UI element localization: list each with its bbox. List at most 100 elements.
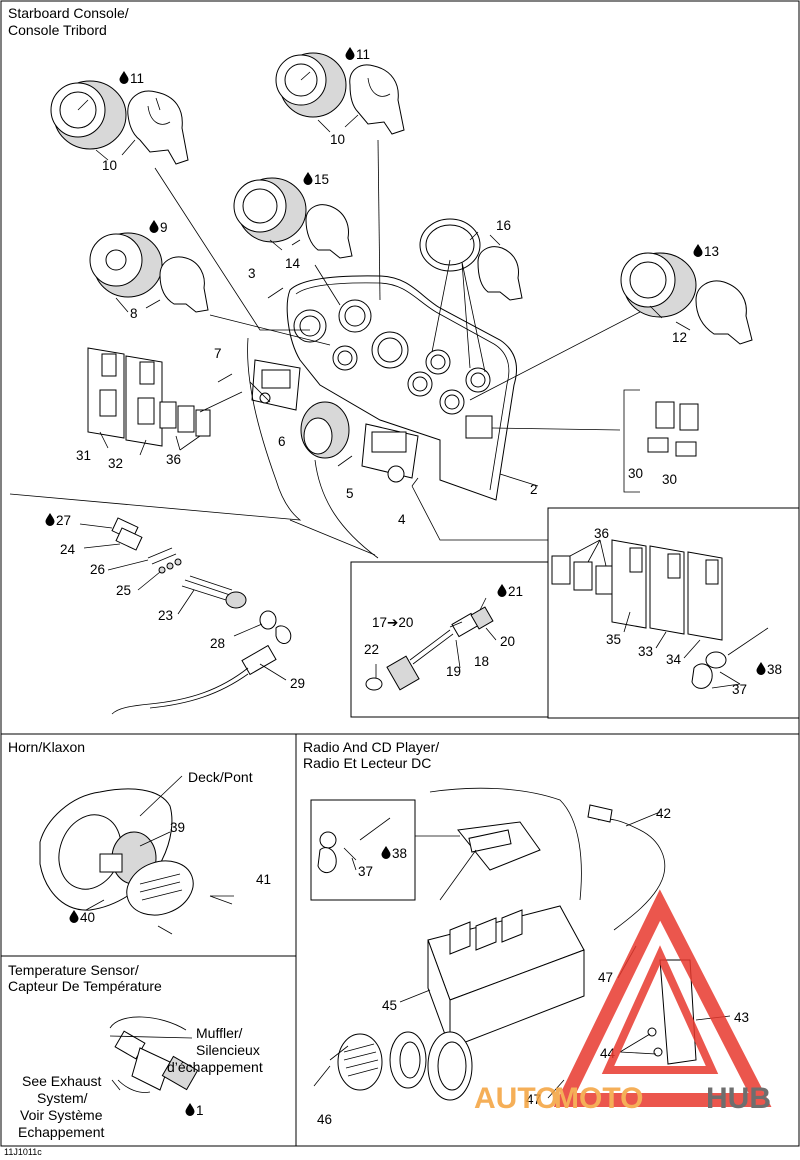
part-number: 12 <box>672 330 687 345</box>
lubricant-drop-icon <box>119 71 129 84</box>
part-number: 21 <box>508 584 523 599</box>
part-number: 3 <box>248 266 256 281</box>
part-number: 43 <box>734 1010 749 1025</box>
callout-deck: Deck/Pont <box>188 769 253 785</box>
part-number: 1 <box>196 1103 204 1118</box>
part-label-17-20: 17➔20 <box>372 615 413 630</box>
callout-muffler-3: d’échappement <box>167 1059 263 1075</box>
section-title-starboard-2: Console Tribord <box>8 22 107 38</box>
inset-17-22 <box>365 606 494 691</box>
part-label-12: 12 <box>672 330 687 345</box>
watermark-text-auto: AUTO <box>474 1082 558 1115</box>
part-label-9: 9 <box>149 220 168 235</box>
part-label-10: 10 <box>102 158 117 173</box>
lubricant-drop-icon <box>693 244 703 257</box>
part-label-5: 5 <box>346 486 354 501</box>
part-number: 13 <box>704 244 719 259</box>
part-number: 16 <box>496 218 511 233</box>
part-number: 32 <box>108 456 123 471</box>
part-label-4: 4 <box>398 512 406 527</box>
part-label-8: 8 <box>130 306 138 321</box>
temperature-sensor-illustration <box>109 1016 199 1093</box>
part-label-6: 6 <box>278 434 286 449</box>
part-label-30: 30 <box>662 472 677 487</box>
part-label-45: 45 <box>382 998 397 1013</box>
part-number: 27 <box>56 513 71 528</box>
part-number: 17➔20 <box>372 615 413 630</box>
part-number: 30 <box>662 472 677 487</box>
gauge-illustration <box>620 252 753 345</box>
part-label-16: 16 <box>496 218 511 233</box>
part-label-42: 42 <box>656 806 671 821</box>
section-title-temperature-2: Capteur De Température <box>8 978 162 994</box>
part-number: 9 <box>160 220 168 235</box>
part-label-38: 38 <box>756 662 782 677</box>
part-label-28: 28 <box>210 636 225 651</box>
part-number: 35 <box>606 632 621 647</box>
part-number: 19 <box>446 664 461 679</box>
part-label-36: 36 <box>594 526 609 541</box>
part-label-32: 32 <box>108 456 123 471</box>
gauge-illustration <box>233 177 353 259</box>
part-number: 39 <box>170 820 185 835</box>
lubricant-drop-icon <box>345 47 355 60</box>
part-label-15: 15 <box>303 172 329 187</box>
callout-exhaust-3: Voir Système <box>20 1107 103 1123</box>
part-number: 26 <box>90 562 105 577</box>
part-number: 25 <box>116 583 131 598</box>
part-label-38: 38 <box>381 846 407 861</box>
part-number: 11 <box>356 47 370 62</box>
part-number: 14 <box>285 256 301 271</box>
callout-exhaust-1: See Exhaust <box>22 1073 101 1089</box>
part-label-20: 20 <box>500 634 515 649</box>
part-label-37: 37 <box>358 864 373 879</box>
gauge-illustration <box>275 52 405 135</box>
part-number: 5 <box>346 486 354 501</box>
lubricant-drop-icon <box>45 513 55 526</box>
part-label-7: 7 <box>214 346 222 361</box>
part-number: 36 <box>166 452 181 467</box>
section-title-radio-2: Radio Et Lecteur DC <box>303 755 431 771</box>
lubricant-drop-icon <box>381 846 391 859</box>
part-number: 7 <box>214 346 222 361</box>
part-label-36: 36 <box>166 452 181 467</box>
switch-group-left <box>87 347 211 447</box>
part-label-3: 3 <box>248 266 256 281</box>
lubricant-drop-icon <box>69 910 79 923</box>
part-label-35: 35 <box>606 632 621 647</box>
lubricant-drop-icon <box>303 172 313 185</box>
callout-exhaust-2: System/ <box>37 1090 88 1106</box>
part-number: 31 <box>76 448 91 463</box>
callout-muffler-1: Muffler/ <box>196 1025 243 1041</box>
inset-33-38 <box>551 539 769 689</box>
part-label-1: 1 <box>185 1103 204 1118</box>
part-label-33: 33 <box>638 644 653 659</box>
part-number: 46 <box>317 1112 332 1127</box>
part-label-27: 27 <box>45 513 71 528</box>
part-number: 4 <box>398 512 406 527</box>
part-number: 28 <box>210 636 225 651</box>
part-number: 37 <box>732 682 747 697</box>
part-number: 29 <box>290 676 305 691</box>
part-label-2: 2 <box>530 482 538 497</box>
part-number: 40 <box>80 910 95 925</box>
part-number: 42 <box>656 806 671 821</box>
part-label-30: 30 <box>628 466 643 481</box>
section-title-temperature-1: Temperature Sensor/ <box>8 962 139 978</box>
part-number: 23 <box>158 608 173 623</box>
lubricant-drop-icon <box>756 662 766 675</box>
part-number: 11 <box>130 71 144 86</box>
section-titles: Starboard Console/ Console Tribord Horn/… <box>8 5 439 994</box>
part-label-13: 13 <box>693 244 719 259</box>
watermark-text-moto: MOTO <box>554 1082 643 1115</box>
console-panel <box>217 275 517 501</box>
part-number: 20 <box>500 634 515 649</box>
part-label-21: 21 <box>497 584 523 599</box>
part-number: 45 <box>382 998 397 1013</box>
part-label-10: 10 <box>330 132 345 147</box>
part-label-11: 11 <box>119 71 144 86</box>
lubricant-drop-icon <box>149 220 159 233</box>
